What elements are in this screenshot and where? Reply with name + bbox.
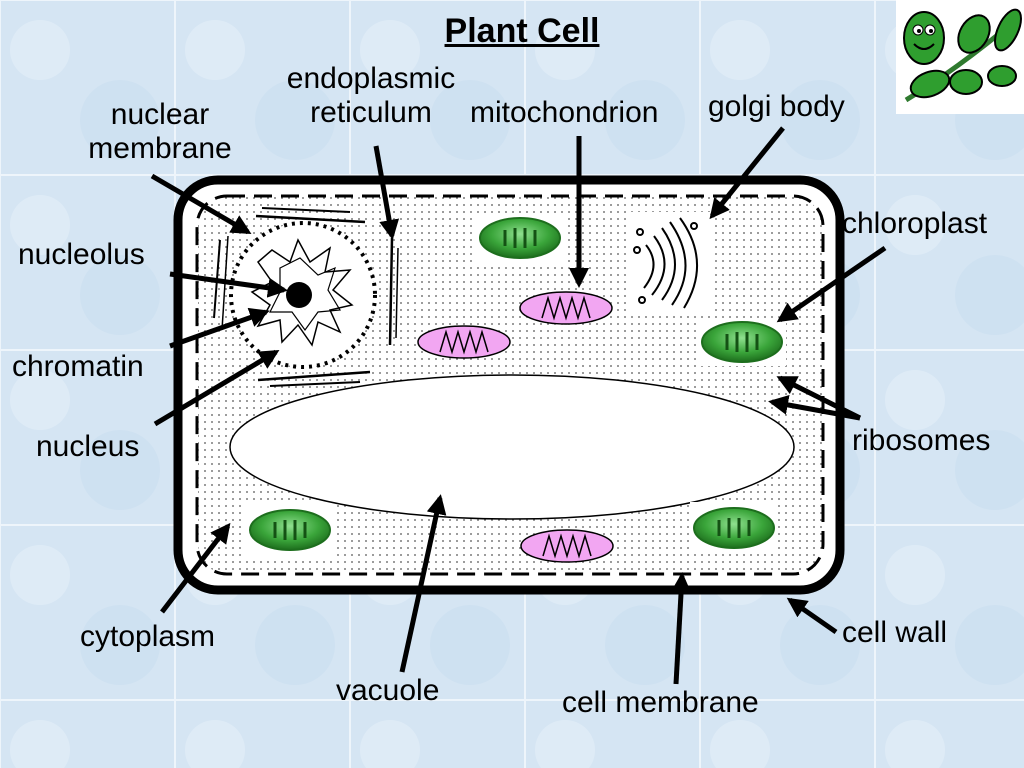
label-chloroplast: chloroplast — [842, 207, 988, 240]
diagram-title: Plant Cell — [444, 12, 600, 50]
smiling-leaf-icon — [896, 0, 1024, 114]
mitochondrion — [417, 325, 511, 359]
cell-membrane — [195, 194, 825, 576]
label-cytoplasm: cytoplasm — [80, 620, 216, 653]
label-endoplasmic-reticulum-line1: endoplasmic — [286, 62, 456, 95]
mitochondrion — [520, 529, 614, 563]
label-cell-wall: cell wall — [842, 616, 948, 649]
arrow-golgi-body — [709, 126, 785, 220]
arrow-nucleus — [153, 349, 280, 427]
arrow-cytoplasm — [160, 522, 231, 614]
chloroplast — [246, 504, 334, 556]
nuclear-membrane — [229, 221, 377, 369]
nucleolus — [286, 282, 312, 308]
arrow-endoplasmic-reticulum — [373, 145, 400, 240]
vacuole — [229, 374, 795, 520]
chromatin — [250, 238, 354, 347]
label-endoplasmic-reticulum-line2: reticulum — [310, 96, 432, 129]
label-nuclear-membrane-line1: nuclear — [110, 98, 210, 131]
mitochondrion — [519, 291, 613, 325]
label-nuclear-membrane: nuclear membrane — [70, 98, 250, 166]
label-vacuole: vacuole — [336, 674, 440, 707]
nucleus — [229, 221, 377, 369]
label-ribosomes: ribosomes — [852, 424, 991, 457]
label-nuclear-membrane-line2: membrane — [88, 132, 232, 165]
label-endoplasmic-reticulum: endoplasmic reticulum — [266, 62, 476, 130]
label-golgi-body: golgi body — [708, 90, 845, 123]
arrow-vacuole — [399, 494, 447, 673]
arrow-cell-membrane — [671, 572, 692, 685]
label-nucleus: nucleus — [36, 430, 140, 463]
arrow-chromatin — [169, 307, 270, 349]
arrow-ribosomes-2 — [768, 395, 861, 421]
label-cell-membrane: cell membrane — [562, 686, 759, 719]
label-nucleolus: nucleolus — [18, 238, 145, 271]
chloroplast — [690, 502, 778, 554]
arrow-cell-wall — [786, 597, 838, 635]
chloroplast — [476, 214, 564, 262]
label-mitochondrion: mitochondrion — [470, 96, 659, 129]
arrow-chloroplast — [776, 245, 887, 323]
chloroplast — [698, 318, 786, 366]
golgi-body — [628, 212, 712, 312]
arrow-nuclear-membrane — [150, 173, 252, 235]
label-chromatin: chromatin — [12, 350, 144, 383]
arrow-nucleolus — [169, 271, 288, 298]
leader-arrows — [150, 126, 887, 685]
arrow-ribosomes-1 — [776, 375, 862, 421]
